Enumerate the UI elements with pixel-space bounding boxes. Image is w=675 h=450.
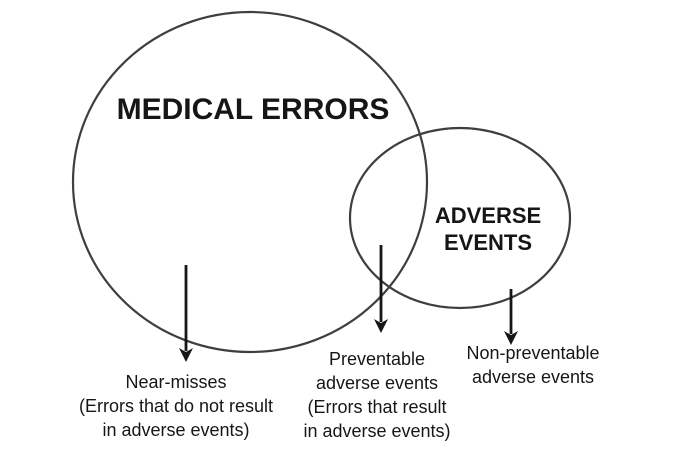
preventable-label-line1: Preventable	[328, 349, 426, 369]
medical-errors-title: MEDICAL ERRORS	[116, 93, 390, 126]
preventable-label-line3: (Errors that result	[307, 397, 447, 417]
non-preventable-label: Non-preventable adverse events	[466, 341, 599, 389]
non-preventable-label-line1: Non-preventable	[466, 343, 600, 363]
near-misses-label-line2: (Errors that do not result	[78, 396, 274, 416]
preventable-label-line2: adverse events	[315, 373, 439, 393]
adverse-events-title-line2: EVENTS	[443, 230, 533, 255]
medical-errors-circle	[71, 10, 429, 354]
preventable-arrow	[374, 245, 388, 333]
near-misses-arrow	[179, 265, 193, 362]
adverse-events-circle	[348, 126, 572, 310]
near-misses-label-line1: Near-misses	[125, 372, 227, 392]
near-misses-label: Near-misses (Errors that do not result i…	[79, 370, 273, 442]
adverse-events-title-line1: ADVERSE	[434, 203, 542, 228]
preventable-label-line4: in adverse events)	[303, 421, 451, 441]
adverse-events-title: ADVERSE EVENTS	[435, 202, 541, 256]
non-preventable-arrow	[504, 289, 518, 345]
non-preventable-label-line2: adverse events	[471, 367, 595, 387]
near-misses-label-line3: in adverse events)	[102, 420, 250, 440]
preventable-label: Preventable adverse events (Errors that …	[303, 347, 450, 443]
